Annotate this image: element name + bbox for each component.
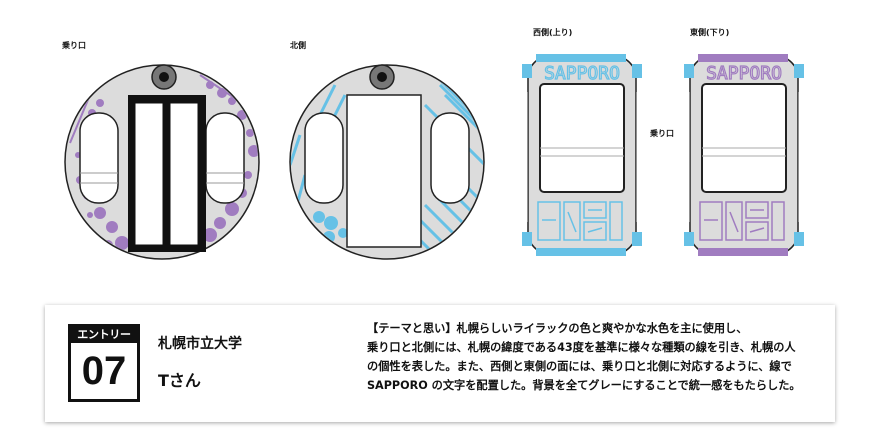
front-window <box>346 94 422 248</box>
description-line: 乗り口と北側には、札幌の緯度である43度を基準に様々な種類の線を引き、札幌の人 <box>367 341 796 354</box>
description: 【テーマと思い】札幌らしいライラックの色と爽やかな水色を主に使用し、 乗り口と北… <box>367 319 827 395</box>
logo-sapporo: SAPPORO <box>544 63 620 84</box>
door-panel-right <box>169 102 199 246</box>
entry-number-box: エントリーNo. 07 <box>68 324 140 402</box>
window-right <box>430 112 470 204</box>
window-right <box>205 112 245 204</box>
side-window <box>701 83 787 193</box>
east-view-drawing: SAPPORO <box>684 54 804 256</box>
label-east-view: 東側(下り) <box>690 28 730 37</box>
window-left <box>79 112 119 204</box>
line-lettering <box>699 201 785 241</box>
school-name: 札幌市立大学 <box>158 336 242 352</box>
window-left <box>304 112 344 204</box>
description-line: 【テーマと思い】札幌らしいライラックの色と爽やかな水色を主に使用し、 <box>367 322 748 335</box>
boarding-view-drawing <box>64 64 260 260</box>
label-side-boarding: 乗り口 <box>650 129 674 138</box>
side-window <box>539 83 625 193</box>
west-view-drawing: SAPPORO <box>522 54 642 256</box>
entry-header: エントリーNo. <box>71 327 137 357</box>
logo-sapporo: SAPPORO <box>706 63 782 84</box>
entry-info-card: エントリーNo. 07 札幌市立大学 Tさん 【テーマと思い】札幌らしいライラッ… <box>45 305 835 422</box>
door-panel-left <box>134 102 164 246</box>
description-line: の個性を表した。また、西側と東側の面には、乗り口と北側に対応するように、線で <box>367 360 792 373</box>
entrant-name: Tさん <box>158 371 201 390</box>
label-boarding-view: 乗り口 <box>62 41 86 50</box>
entry-number: 07 <box>81 349 127 393</box>
north-view-drawing <box>289 64 485 260</box>
line-lettering <box>537 201 623 241</box>
description-line: SAPPORO の文字を配置した。背景を全てグレーにすることで統一感をもたらした… <box>367 379 801 392</box>
label-north-view: 北側 <box>290 41 306 50</box>
label-west-view: 西側(上り) <box>533 28 573 37</box>
